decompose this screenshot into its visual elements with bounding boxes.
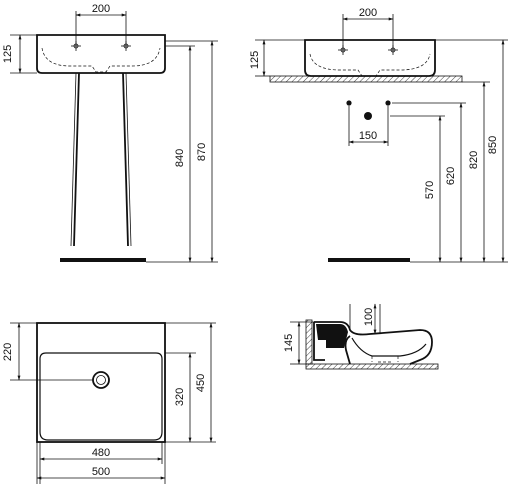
section-bowl-inner	[351, 337, 427, 357]
side-basin-inner	[309, 53, 431, 77]
waste-point	[364, 112, 372, 120]
dim-section-overflow: 100	[363, 308, 375, 326]
dim-side-supply-height: 620	[445, 167, 457, 185]
dim-top-depth-total: 450	[195, 374, 207, 392]
front-view: 200 125 840 870	[2, 3, 218, 263]
front-floor-base	[60, 258, 146, 262]
side-basin-outline	[304, 39, 436, 77]
side-view: 200 125 150 570 620 820 850	[249, 7, 508, 263]
front-basin-outline	[36, 34, 166, 74]
top-view: 220 320 450 480 500	[2, 322, 216, 484]
section-waste-detail	[371, 356, 399, 363]
dim-side-waste-height: 570	[424, 181, 436, 199]
section-view: 100 145	[283, 303, 439, 370]
dim-side-basin-height: 125	[249, 51, 261, 69]
dim-front-tap-spacing: 200	[92, 3, 110, 15]
dim-top-width-inner: 480	[92, 447, 110, 459]
dim-side-total-height: 850	[487, 136, 499, 154]
dim-section-height: 145	[283, 334, 295, 352]
dim-top-width-total: 500	[92, 466, 110, 478]
section-basin-profile	[313, 321, 433, 365]
dim-side-tap-spacing: 200	[359, 7, 377, 19]
side-floor-base	[328, 258, 410, 262]
top-waste-hole	[92, 371, 110, 389]
section-wall	[305, 319, 313, 365]
front-pedestal	[73, 72, 129, 247]
dim-side-rim-height: 820	[468, 151, 480, 169]
dim-top-depth-inner: 220	[2, 343, 14, 361]
top-bowl	[39, 352, 163, 441]
top-basin-outline	[36, 322, 166, 443]
dim-front-basin-height: 125	[2, 45, 14, 63]
dim-top-depth-bowl: 320	[174, 388, 186, 406]
dim-side-waste-spacing: 150	[359, 130, 377, 142]
section-basin-fill	[316, 324, 348, 348]
supply-point-left	[346, 100, 352, 106]
supply-point-right	[385, 100, 391, 106]
dim-front-pedestal-height: 840	[174, 149, 186, 167]
front-basin-inner	[41, 47, 161, 73]
section-counter	[305, 363, 439, 370]
dim-front-total-height: 870	[196, 143, 208, 161]
